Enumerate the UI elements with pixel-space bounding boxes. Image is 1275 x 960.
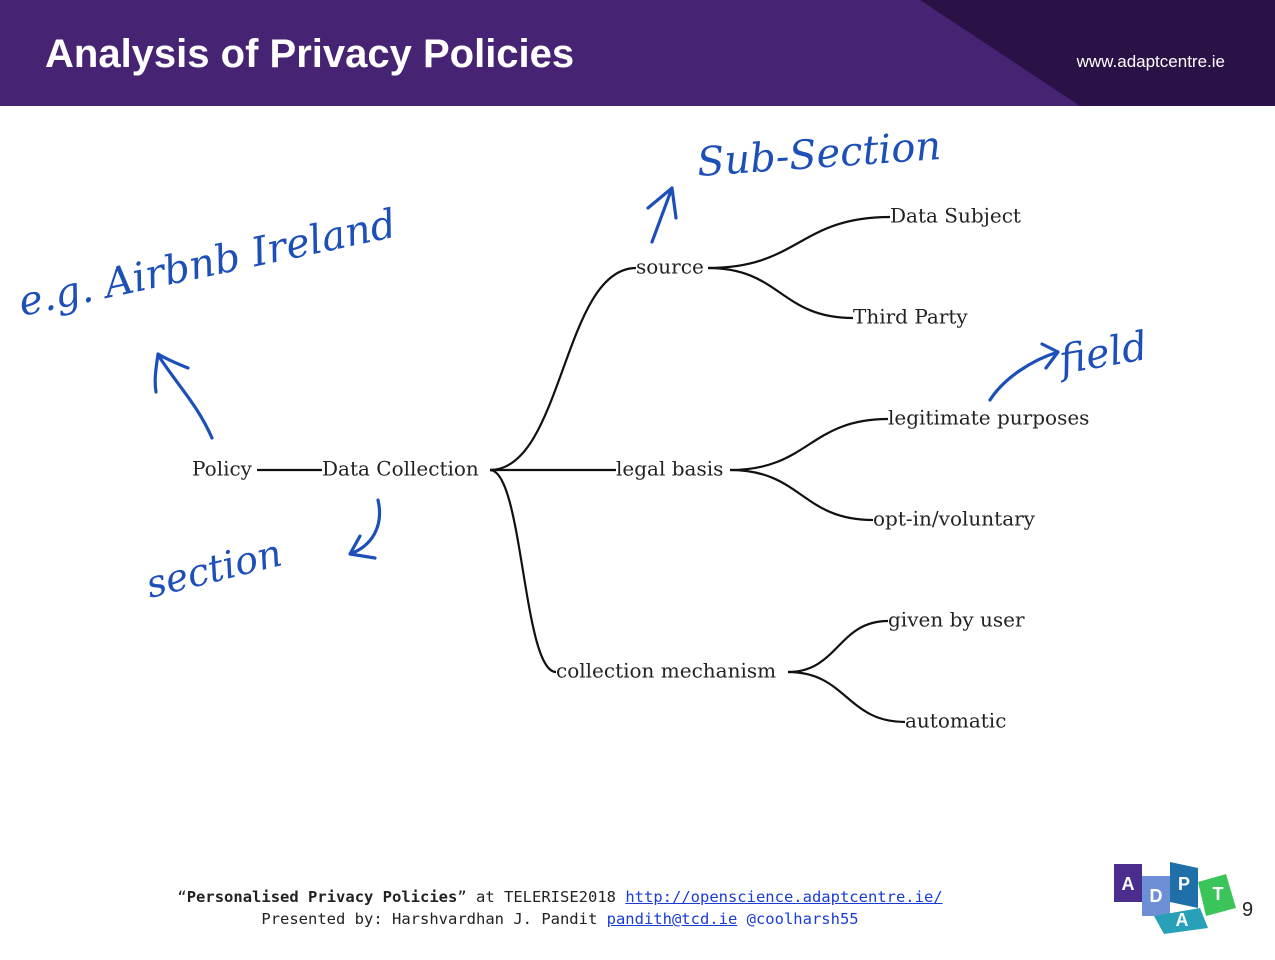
logo-tile-2 <box>1142 876 1170 916</box>
node-field-2-1: legitimate purposes <box>888 406 1089 430</box>
annotation-example: e.g. Airbnb Ireland <box>15 201 401 326</box>
openscience-link[interactable]: http://openscience.adaptcentre.ie/ <box>625 888 943 906</box>
tree-edges <box>257 215 906 724</box>
edge-field-1-1 <box>707 215 891 270</box>
policy-tree-diagram: Policy Data Collection source Data SubjectT… <box>15 123 1152 733</box>
node-subsection-3: collection mechanism <box>556 659 776 683</box>
node-subsection-1: source <box>636 255 704 279</box>
annotation-subsection: Sub-Section <box>695 123 942 186</box>
edge-section-subsection-3 <box>489 468 557 674</box>
edge-field-3-2 <box>787 670 906 724</box>
header-shading <box>920 0 1275 106</box>
footer-line-2: Presented by: Harshvardhan J. Pandit pan… <box>60 908 1060 930</box>
node-field-3-1: given by user <box>888 608 1025 632</box>
logo-tile-4 <box>1154 908 1208 934</box>
node-field-2-2: opt-in/voluntary <box>873 507 1036 531</box>
logo-letter-1: A <box>1122 874 1135 894</box>
venue-text: at TELERISE2018 <box>466 888 626 906</box>
footer-credits: “Personalised Privacy Policies” at TELER… <box>60 886 1060 930</box>
logo-tile-1 <box>1114 864 1142 902</box>
close-quote: ” <box>457 888 467 906</box>
node-field-1-1: Data Subject <box>890 204 1021 228</box>
logo-letter-4: A <box>1176 910 1189 930</box>
edge-section-subsection-1 <box>489 266 637 472</box>
subsection-arrow <box>646 186 678 244</box>
node-field-3-2: automatic <box>905 709 1006 733</box>
node-policy: Policy <box>192 457 253 481</box>
talk-title: Personalised Privacy Policies <box>186 888 458 906</box>
annotation-field: field <box>1053 323 1151 384</box>
logo-letter-2: D <box>1150 886 1163 906</box>
twitter-handle: @coolharsh55 <box>737 910 859 928</box>
edge-field-2-2 <box>729 468 874 522</box>
handwritten-annotations: e.g. Airbnb Ireland section Sub-Section fie… <box>15 123 1152 607</box>
email-link[interactable]: pandith@tcd.ie <box>606 910 738 928</box>
section-arrow <box>348 498 382 560</box>
slide-title: Analysis of Privacy Policies <box>45 32 575 76</box>
logo-tile-3 <box>1170 862 1198 908</box>
example-arrow <box>153 352 214 440</box>
page-number: 9 <box>1242 899 1254 921</box>
node-data-collection: Data Collection <box>322 457 479 481</box>
node-subsection-2: legal basis <box>616 457 723 481</box>
node-field-1-2: Third Party <box>853 305 968 329</box>
presenter-text: Presented by: Harshvardhan J. Pandit <box>261 910 607 928</box>
website-label: www.adaptcentre.ie <box>1076 52 1225 71</box>
edge-field-2-1 <box>729 417 889 472</box>
tree-labels: Policy Data Collection source Data SubjectT… <box>192 204 1089 733</box>
footer-line-1: “Personalised Privacy Policies” at TELER… <box>60 886 1060 908</box>
logo-letter-3: P <box>1178 874 1190 894</box>
field-arrow <box>988 342 1060 402</box>
logo-tile-5 <box>1198 874 1236 916</box>
annotation-section: section <box>142 531 287 607</box>
slide-header: Analysis of Privacy Policies www.adaptce… <box>0 0 1275 106</box>
edge-field-1-2 <box>707 266 854 320</box>
open-quote: “ <box>177 888 187 906</box>
edge-field-3-1 <box>787 619 889 674</box>
logo-letter-5: T <box>1213 884 1224 904</box>
